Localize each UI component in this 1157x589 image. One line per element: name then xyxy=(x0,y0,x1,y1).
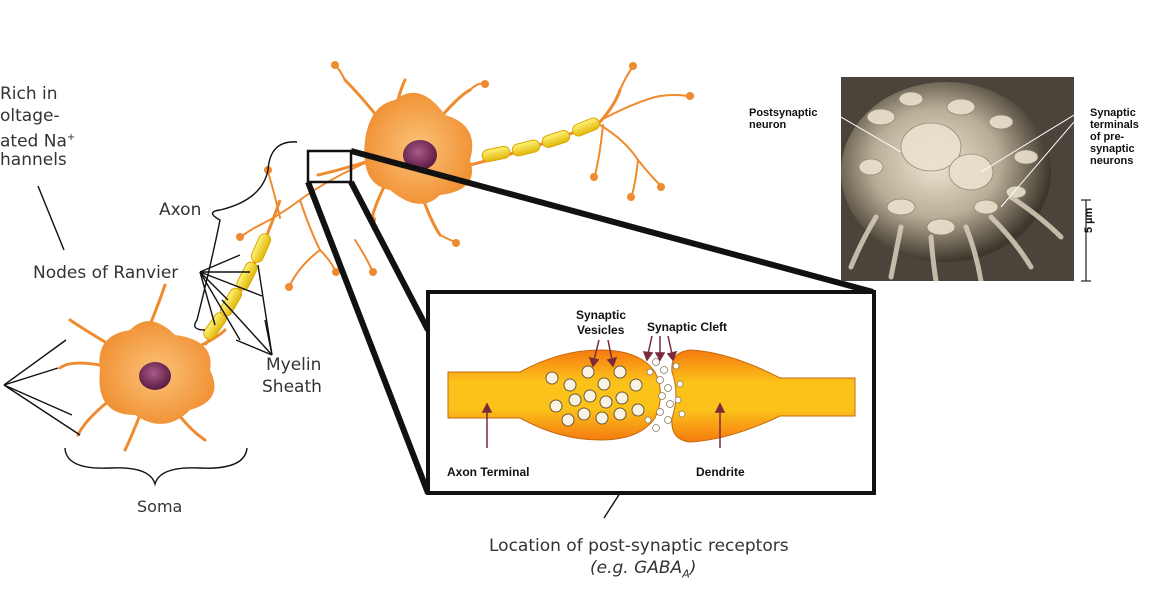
myelin-label-line2: Sheath xyxy=(262,377,322,397)
scale-label: 5 µm xyxy=(1083,207,1095,233)
synapse-arrows xyxy=(481,335,726,448)
synaptic-vesicles xyxy=(545,365,645,427)
zoom-lines xyxy=(305,148,874,495)
terminals-label-line3: of pre- xyxy=(1090,131,1125,143)
rich-label-line4: hannels xyxy=(0,150,67,170)
receptors-example-sub: A xyxy=(682,567,690,581)
receptors-label-line2: (e.g. GABAA) xyxy=(590,558,696,584)
terminals-label-line1: Synaptic xyxy=(1090,107,1136,119)
upper-myelin xyxy=(481,117,600,163)
scale-bar xyxy=(1081,199,1091,282)
axon-terminal-label: Axon Terminal xyxy=(447,465,530,479)
lower-nucleus xyxy=(139,362,171,390)
rich-label-line3: ated Na xyxy=(0,131,67,152)
nodes-of-ranvier-label: Nodes of Ranvier xyxy=(33,263,179,283)
vesicles-label-line1: Synaptic xyxy=(576,308,627,322)
vesicles-label-line2: Vesicles xyxy=(577,323,625,337)
rich-label-line2: oltage- xyxy=(0,106,60,126)
rich-label-sup: + xyxy=(66,132,76,143)
cleft-particles xyxy=(644,358,686,432)
receptors-example-post: ) xyxy=(689,558,697,578)
receptors-example-pre: (e.g. GABA xyxy=(590,558,683,578)
synapse-illustration xyxy=(447,335,856,448)
terminals-label-line2: terminals xyxy=(1090,119,1139,131)
rich-label-line1: Rich in xyxy=(0,84,58,104)
terminals-label-line5: neurons xyxy=(1090,155,1134,167)
dendrite-label: Dendrite xyxy=(696,465,745,479)
postsynaptic-label-line2: neuron xyxy=(749,119,787,131)
postsynaptic-label-line1: Postsynaptic xyxy=(749,107,818,119)
pointer-lines xyxy=(3,141,663,519)
myelin-label-line1: Myelin xyxy=(266,355,322,375)
receptors-label-line1: Location of post-synaptic receptors xyxy=(489,536,789,556)
rich-label-line3-wrap: ated Na+ xyxy=(0,128,75,152)
zoom-source-box xyxy=(306,149,353,184)
soma-label: Soma xyxy=(137,497,183,516)
lower-myelin xyxy=(203,233,272,340)
terminals-label-line4: synaptic xyxy=(1090,143,1135,155)
axon-label: Axon xyxy=(159,200,202,220)
upper-nucleus xyxy=(403,140,437,170)
electron-micrograph xyxy=(841,77,1074,281)
cleft-label: Synaptic Cleft xyxy=(647,320,728,334)
